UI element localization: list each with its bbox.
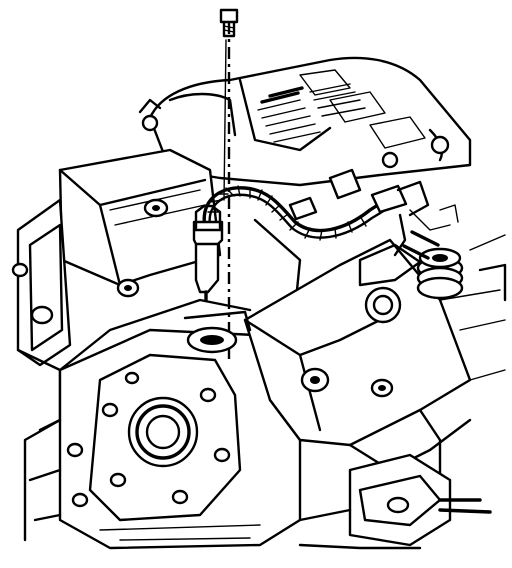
harness-connector <box>370 184 408 214</box>
sensor-icon <box>192 204 224 302</box>
manifold-ribs <box>257 83 366 143</box>
cover-bolt-icon <box>109 472 127 488</box>
left-cylinder-head <box>58 148 302 312</box>
valve-spring-icon <box>416 247 464 300</box>
lower-right-accessories <box>298 453 492 550</box>
left-side-block <box>11 198 252 542</box>
crankshaft-bore <box>127 396 199 468</box>
cover-bolt-icon <box>171 489 189 505</box>
manifold-bolt-icon <box>141 114 159 132</box>
bolt-icon <box>219 8 239 38</box>
rocker-pivot <box>364 286 402 324</box>
harness-connector <box>328 168 362 200</box>
manifold-bolt-icon <box>381 151 399 169</box>
cover-bolt-icon <box>101 402 119 418</box>
right-cylinder-head <box>243 238 506 502</box>
sensor-assembly <box>183 8 252 360</box>
cover-bolt-icon <box>213 447 231 463</box>
valve-train <box>358 230 507 331</box>
manifold-bolt-icon <box>430 135 450 155</box>
timing-cover <box>28 328 302 550</box>
cover-bolt-icon <box>199 387 217 403</box>
wiring-harness-icon <box>202 168 459 257</box>
